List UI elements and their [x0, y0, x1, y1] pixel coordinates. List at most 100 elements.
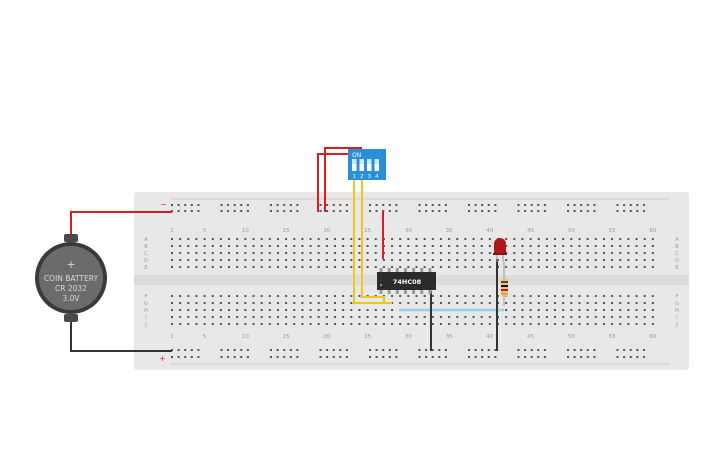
- rail-hole: [375, 204, 378, 206]
- yellow-wire-1[interactable]: [353, 180, 384, 304]
- breadboard-hole: [570, 252, 573, 254]
- rail-hole: [444, 210, 447, 212]
- black-wire-battery[interactable]: [70, 318, 172, 352]
- wires[interactable]: [70, 147, 504, 352]
- red-wire-battery[interactable]: [70, 211, 172, 238]
- breadboard-hole: [431, 323, 434, 325]
- battery-cell: [39, 246, 103, 310]
- red-wire-dip-2[interactable]: [324, 147, 362, 212]
- breadboard-hole: [195, 266, 198, 268]
- breadboard-hole: [171, 309, 173, 311]
- column-number: 5: [203, 228, 207, 234]
- breadboard-hole: [219, 295, 222, 297]
- breadboard-hole: [521, 302, 524, 304]
- breadboard-hole: [285, 295, 288, 297]
- red-wire-dip-1[interactable]: [317, 153, 354, 212]
- breadboard-hole: [179, 238, 182, 240]
- breadboard-hole: [187, 259, 190, 261]
- breadboard-hole: [350, 252, 353, 254]
- rail-hole: [517, 210, 520, 212]
- breadboard-hole: [309, 245, 312, 247]
- breadboard-hole: [195, 295, 198, 297]
- breadboard-hole: [439, 245, 442, 247]
- breadboard-hole: [228, 245, 231, 247]
- breadboard-hole: [513, 316, 516, 318]
- breadboard-hole: [611, 309, 614, 311]
- breadboard-hole: [268, 323, 271, 325]
- breadboard-hole: [203, 295, 206, 297]
- breadboard-hole: [488, 295, 491, 297]
- breadboard-hole: [211, 266, 214, 268]
- breadboard-hole: [472, 252, 475, 254]
- breadboard-hole: [643, 266, 646, 268]
- breadboard-hole: [276, 295, 279, 297]
- breadboard-hole: [505, 323, 508, 325]
- breadboard-hole: [578, 323, 581, 325]
- breadboard-hole: [529, 309, 532, 311]
- rail-hole: [332, 210, 335, 212]
- breadboard-hole: [545, 245, 548, 247]
- breadboard-hole: [407, 259, 410, 261]
- breadboard-hole: [317, 252, 320, 254]
- breadboard-hole: [399, 316, 402, 318]
- breadboard-hole: [529, 238, 532, 240]
- resistor-band-1: [501, 281, 508, 283]
- breadboard-hole: [325, 245, 328, 247]
- breadboard-hole: [431, 238, 434, 240]
- breadboard-hole: [570, 309, 573, 311]
- resistor[interactable]: [501, 262, 508, 306]
- breadboard-hole: [562, 238, 565, 240]
- rail-hole: [332, 204, 335, 206]
- breadboard-hole: [268, 252, 271, 254]
- breadboard-hole: [268, 316, 271, 318]
- rail-hole: [171, 356, 173, 358]
- breadboard-hole: [317, 238, 320, 240]
- column-number: 1: [170, 228, 174, 234]
- row-letter: I: [145, 315, 146, 321]
- dip-switch-levers[interactable]: [352, 159, 379, 171]
- breadboard-hole: [219, 259, 222, 261]
- breadboard-hole: [545, 316, 548, 318]
- breadboard-hole: [651, 266, 654, 268]
- breadboard-hole: [244, 323, 247, 325]
- chip-74hc08[interactable]: 74HC08: [377, 268, 436, 294]
- breadboard-hole: [366, 316, 369, 318]
- chip-pin: [387, 268, 391, 273]
- rail-hole: [543, 210, 546, 212]
- breadboard-hole: [464, 302, 467, 304]
- rail-hole: [593, 349, 596, 351]
- column-number: 60: [649, 228, 656, 234]
- rail-hole: [220, 356, 223, 358]
- breadboard-hole: [342, 316, 345, 318]
- rail-hole: [524, 356, 527, 358]
- coin-battery[interactable]: + COIN BATTERY CR 2032 3.0V: [35, 234, 107, 322]
- chip-pins: [379, 268, 432, 294]
- breadboard-hole: [252, 295, 255, 297]
- rail-hole: [240, 204, 243, 206]
- breadboard-hole: [415, 238, 418, 240]
- breadboard-hole: [562, 295, 565, 297]
- rail-hole: [586, 356, 589, 358]
- breadboard-hole: [342, 259, 345, 261]
- breadboard-hole: [391, 295, 394, 297]
- row-letter: C: [144, 251, 148, 257]
- chip-pin: [395, 268, 399, 273]
- column-number: 20: [323, 334, 330, 340]
- rail-hole: [573, 349, 576, 351]
- yellow-wire-2[interactable]: [361, 180, 392, 304]
- breadboard-hole: [187, 309, 190, 311]
- rail-hole: [289, 210, 292, 212]
- breadboard-hole: [382, 323, 385, 325]
- breadboard-hole: [334, 259, 336, 261]
- breadboard-hole: [651, 238, 654, 240]
- breadboard-hole: [260, 238, 263, 240]
- rail-hole: [190, 356, 193, 358]
- red-led[interactable]: [493, 238, 507, 262]
- breadboard-hole: [236, 238, 239, 240]
- rail-hole: [616, 210, 619, 212]
- breadboard-hole: [252, 316, 255, 318]
- breadboard-hole: [464, 266, 467, 268]
- breadboard-hole: [301, 238, 304, 240]
